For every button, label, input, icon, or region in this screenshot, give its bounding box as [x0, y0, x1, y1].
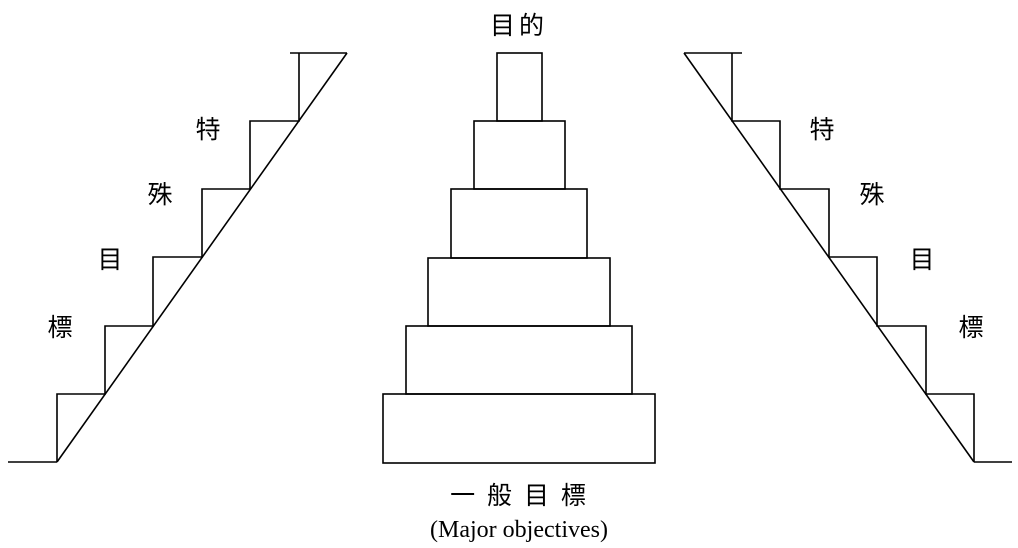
pyramid-level-3 — [450, 188, 588, 259]
left-stair-labels: 特 殊 目 標 — [47, 115, 220, 342]
left-stair-char: 殊 — [147, 180, 172, 209]
left-stair-char: 目 — [97, 245, 122, 274]
left-staircase — [8, 52, 348, 463]
right-stair-char: 殊 — [859, 180, 884, 209]
pyramid-level-5 — [405, 325, 633, 395]
right-steps — [731, 53, 975, 462]
right-stair-labels: 特 殊 目 標 — [809, 115, 983, 342]
right-stair-char: 標 — [958, 313, 983, 342]
bottom-label: 一 般 目 標 — [450, 481, 588, 510]
pyramid-level-6 — [382, 393, 656, 464]
left-stair-char: 標 — [47, 313, 72, 342]
right-staircase — [683, 52, 1012, 463]
left-diagonal — [56, 52, 348, 463]
pyramid-level-1 — [496, 52, 543, 122]
top-label: 目的 — [490, 11, 548, 40]
bottom-sublabel: (Major objectives) — [430, 517, 608, 543]
right-stair-char: 目 — [909, 245, 934, 274]
right-stair-char: 特 — [809, 115, 834, 144]
left-steps — [56, 53, 300, 462]
pyramid — [382, 52, 656, 464]
left-stair-char: 特 — [195, 115, 220, 144]
pyramid-level-2 — [473, 120, 566, 190]
pyramid-level-4 — [427, 257, 611, 327]
